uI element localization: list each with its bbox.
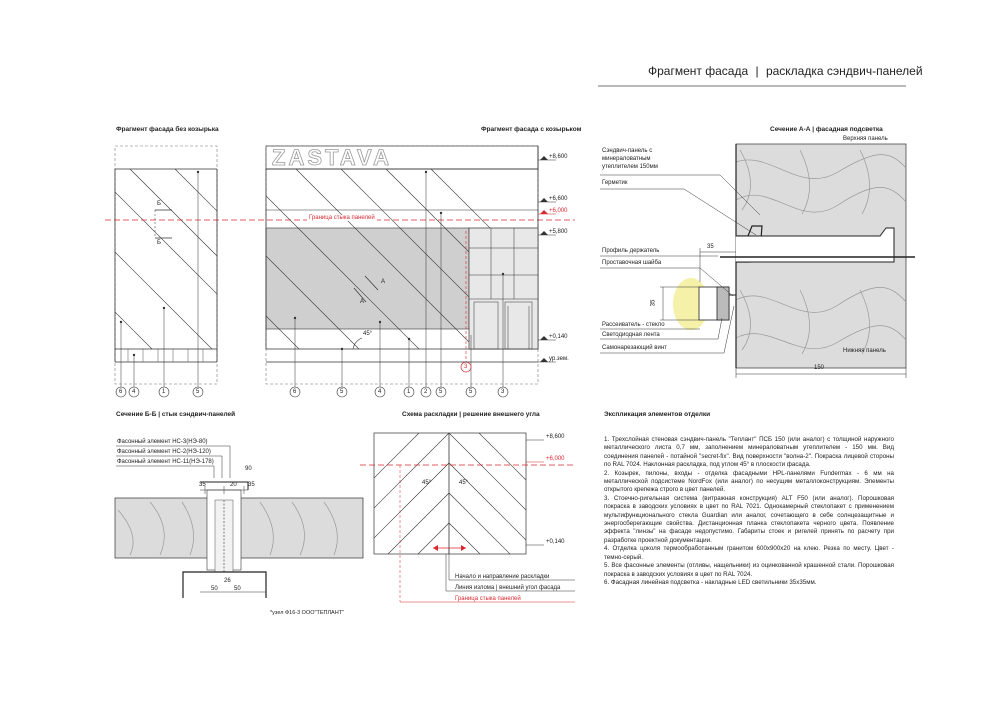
level-6600: +6,600	[549, 196, 568, 202]
scheme	[360, 432, 575, 603]
explication-item-1: 1. Трехслойная стеновая сэндвич-панель "…	[604, 436, 894, 469]
aa-label-panel-2: минераловатным	[602, 156, 651, 162]
section-bb	[114, 445, 364, 598]
scheme-level-8600: +8,600	[546, 434, 565, 440]
callout-left-1: 6	[119, 389, 123, 395]
scheme-angle-right: 45°	[459, 480, 469, 486]
explication-list: 1. Трехслойная стеновая сэндвич-панель "…	[604, 436, 894, 587]
level-0140: +0,140	[549, 334, 568, 340]
callout-left-4: 5	[196, 389, 200, 395]
title-divider: |	[755, 64, 759, 78]
aa-bottom-panel: Нижняя панель	[843, 348, 886, 354]
explication-item-3: 3. Стоечно-ригельная система (витражная …	[604, 494, 894, 544]
bb-dim-20: 20	[230, 482, 237, 488]
aa-label-holder: Профиль держатель	[602, 248, 660, 254]
section-mark-a-top: А	[381, 279, 386, 285]
section-mark-a-bottom: А	[360, 299, 365, 305]
section-aa	[600, 143, 915, 378]
aa-label-sealant: Герметик	[602, 180, 628, 186]
callout-left-2: 4	[132, 389, 136, 395]
aa-label-washer: Проставочная шайба	[602, 260, 662, 266]
explication-item-4: 4. Отделка цоколя термообработанным гран…	[604, 545, 894, 561]
level-5800: +5,800	[549, 229, 568, 235]
page-title: Фрагмент фасада | раскладка сэндвич-пане…	[648, 64, 923, 78]
bb-label-1: Фасонный элемент НС-3(НЭ-80)	[117, 439, 208, 445]
aa-label-panel-1: Сэндвич-панель с	[602, 148, 653, 154]
aa-dim-150: 150	[814, 365, 825, 371]
callout-right-5: 2	[424, 389, 428, 395]
explication-item-6: 6. Фасадная линейная подсветка - накладн…	[604, 578, 817, 586]
brand-lettering: ZASTAVA	[272, 145, 392, 170]
scheme-legend-fold: Линия излома | внешний угол фасада	[455, 585, 561, 591]
callout-right-8: 3	[501, 389, 505, 395]
explication-item-5: 5. Все фасонные элементы (отливы, нащель…	[604, 562, 894, 578]
bb-dim-90: 90	[245, 466, 252, 472]
callout-right-3: 4	[378, 389, 382, 395]
panel-title-section-aa: Сечение А-А | фасадная подсветка	[770, 126, 883, 133]
title-sub: раскладка сэндвич-панелей	[765, 64, 923, 78]
bb-label-2: Фасонный элемент НС-2(НЭ-120)	[117, 449, 211, 455]
panel-title-no-canopy: Фрагмент фасада без козырька	[116, 126, 219, 133]
aa-top-panel: Верхняя панель	[843, 136, 888, 142]
section-mark-b-top: Б	[157, 201, 161, 207]
callout-right-6: 5	[439, 389, 443, 395]
level-ground: ур.зем.	[549, 356, 569, 362]
aa-label-diffuser: Рассеиватель - стекло	[602, 322, 665, 328]
callout-right-1: 6	[293, 389, 297, 395]
panel-title-section-bb: Сечение Б-Б | стык сэндвич-панелей	[116, 411, 236, 418]
curtain-wall	[468, 227, 539, 350]
joint-label: Граница стыка панелей	[307, 215, 377, 221]
aa-label-led: Светодиодная лента	[602, 332, 660, 338]
callout-right-4: 1	[407, 389, 411, 395]
bb-dim-35a: 35	[199, 482, 206, 488]
explication-item-2: 2. Козырек, пилоны, входы - отделка фаса…	[604, 469, 894, 494]
bb-dim-35b: 35	[248, 482, 255, 488]
scheme-level-0140: +0,140	[546, 539, 565, 545]
scheme-legend-start: Начало и направление раскладки	[455, 574, 550, 580]
scheme-angle-left: 45°	[422, 480, 432, 486]
bb-node-note: *узел Ф16-3 ООО"ТЕПЛАНТ"	[270, 610, 345, 616]
callout-red: 3	[464, 364, 468, 370]
panel-title-scheme: Схема раскладки | решение внешнего угла	[402, 411, 540, 418]
bb-dim-50a: 50	[211, 586, 218, 592]
level-6000: +6,000	[549, 208, 568, 214]
bb-label-3: Фасонный элемент НС-11(НЭ-178)	[117, 459, 214, 465]
title-main: Фрагмент фасада	[648, 64, 749, 78]
aa-dim-35-side: 35	[650, 299, 657, 307]
aa-dim-35-top: 35	[707, 244, 714, 250]
facade-left	[114, 145, 218, 398]
panel-title-explication: Экспликация элементов отделки	[604, 411, 711, 418]
angle-label: 45°	[363, 331, 373, 337]
level-8600: +8,600	[549, 154, 568, 160]
facade-right: ZASTAVA	[265, 145, 556, 398]
callout-right-7: 5	[469, 389, 473, 395]
aa-label-panel-3: утеплителем 150мм	[602, 164, 658, 170]
bb-dim-50b: 50	[234, 586, 241, 592]
callout-right-2: 5	[340, 389, 344, 395]
scheme-level-6000: +6,000	[546, 456, 565, 462]
aa-label-screw: Самонарезающий винт	[602, 345, 667, 351]
panel-title-canopy: Фрагмент фасада с козырьком	[481, 126, 582, 133]
callout-left-3: 1	[162, 389, 166, 395]
section-mark-b-bottom: Б	[157, 240, 161, 246]
bb-dim-26: 26	[224, 578, 231, 584]
scheme-legend-joint: Граница стыка панелей	[455, 596, 521, 602]
